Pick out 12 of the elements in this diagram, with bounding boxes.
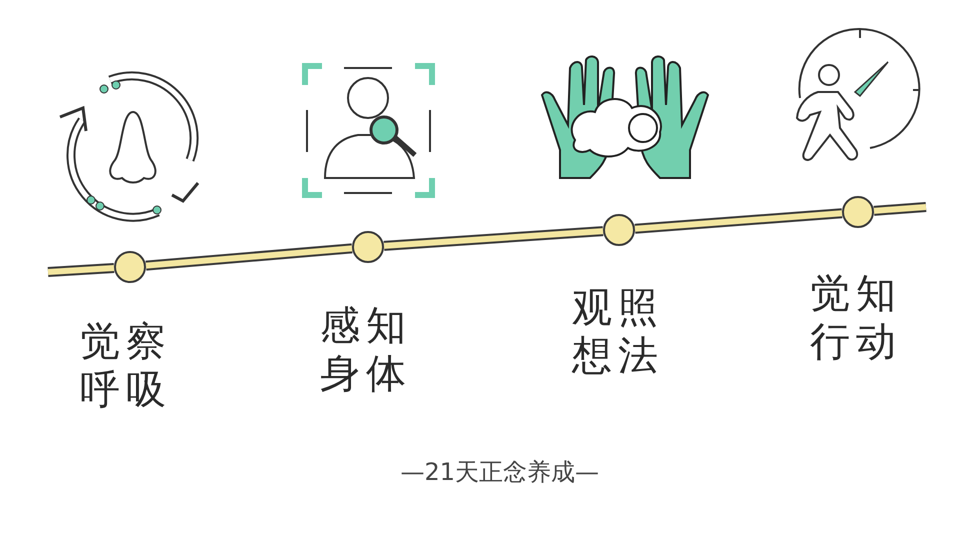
timeline-dot bbox=[603, 214, 635, 246]
step-label: 观照想法 bbox=[572, 284, 665, 380]
timeline-dot bbox=[352, 231, 384, 263]
timeline-dot bbox=[114, 251, 146, 283]
step-label: 觉知行动 bbox=[810, 270, 903, 366]
timeline-segment bbox=[146, 243, 352, 271]
step-label: 觉察呼吸 bbox=[80, 318, 173, 414]
caption: —21天正念养成— bbox=[400, 457, 600, 488]
timeline-dot bbox=[842, 196, 874, 228]
timeline-segment bbox=[634, 208, 842, 234]
timeline-segment bbox=[384, 226, 604, 251]
step-label: 感知身体 bbox=[320, 302, 413, 398]
